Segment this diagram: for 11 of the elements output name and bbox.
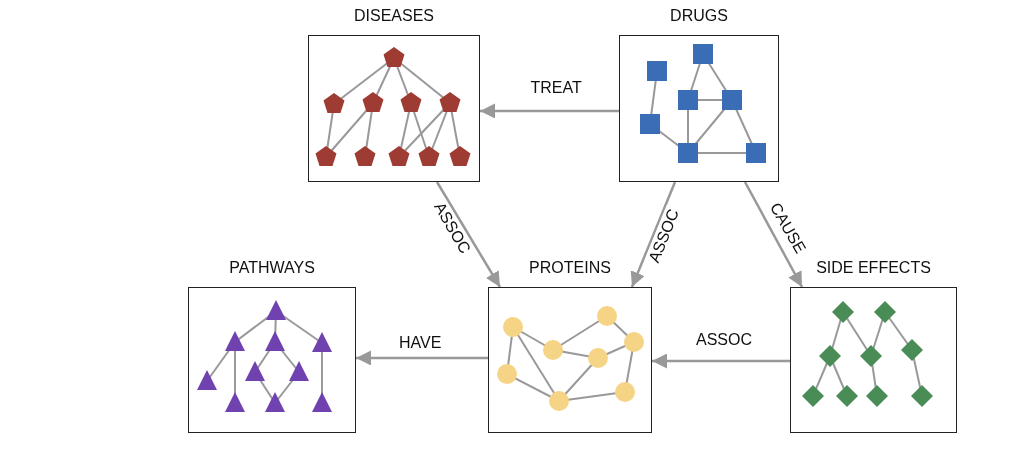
- arrow: [435, 181, 502, 288]
- panel-heading: SIDE EFFECTS: [816, 259, 931, 277]
- panel-heading: DRUGS: [670, 7, 728, 25]
- arrow: [743, 181, 804, 288]
- arrow: [356, 350, 488, 366]
- panel-heading: DISEASES: [354, 7, 434, 25]
- arrow: [652, 353, 790, 369]
- panel-heading: PROTEINS: [529, 259, 611, 277]
- arrow: [630, 181, 677, 288]
- arrow: [480, 103, 619, 119]
- panel-heading: PATHWAYS: [229, 259, 315, 277]
